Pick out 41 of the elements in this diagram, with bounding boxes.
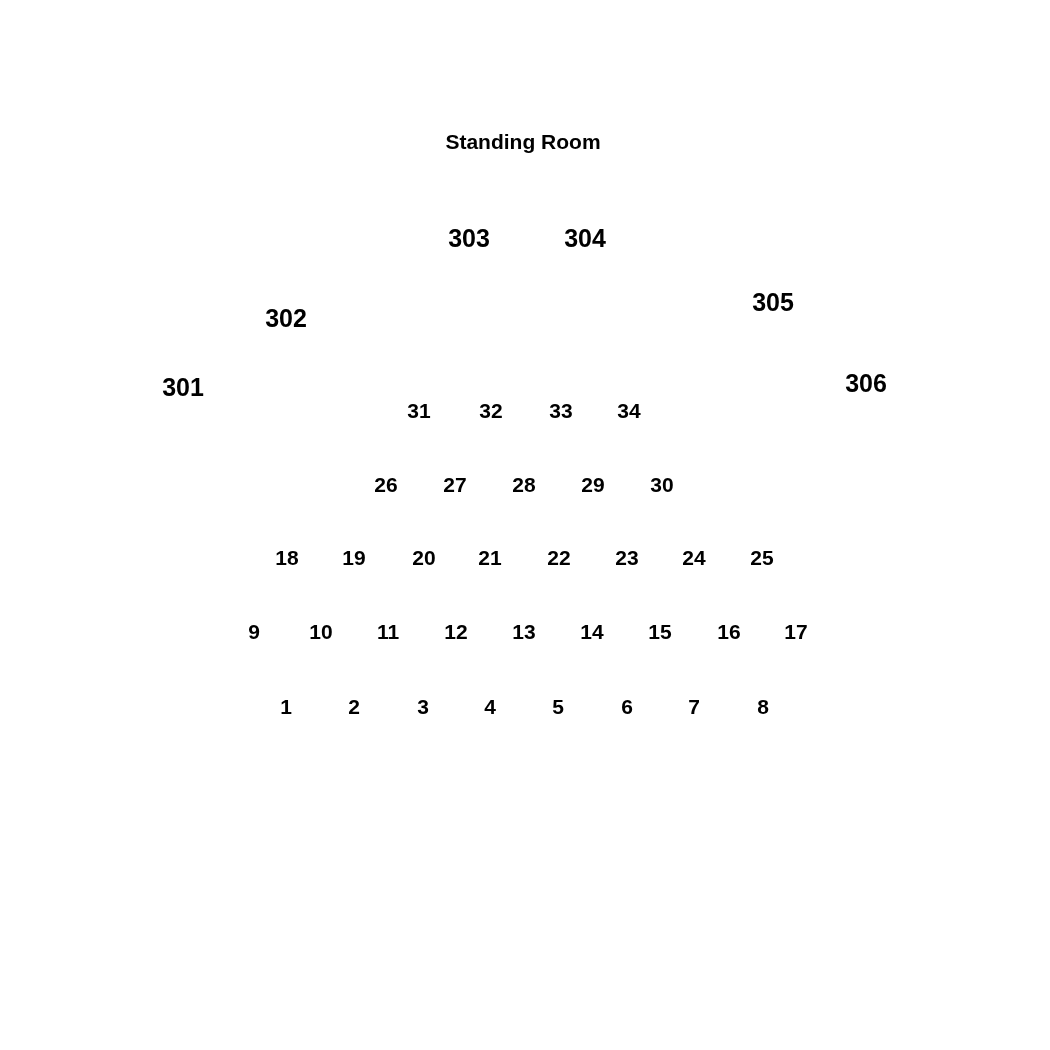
seat-number: 20 (412, 546, 436, 568)
seat-number: 1 (280, 695, 292, 717)
seat-number: 28 (512, 473, 536, 495)
seat-number: 25 (750, 546, 774, 568)
section-number: 303 (448, 225, 490, 251)
seat-number: 15 (648, 620, 672, 642)
seat-number: 5 (552, 695, 564, 717)
seat-number: 12 (444, 620, 468, 642)
seat-number: 22 (547, 546, 571, 568)
seat-number: 14 (580, 620, 604, 642)
seat-number: 3 (417, 695, 429, 717)
seat-number: 9 (248, 620, 260, 642)
seat-number: 23 (615, 546, 639, 568)
section-number: 306 (845, 370, 887, 396)
seat-number: 16 (717, 620, 741, 642)
seat-number: 18 (275, 546, 299, 568)
seat-number: 4 (484, 695, 496, 717)
seat-number: 10 (309, 620, 333, 642)
section-number: 301 (162, 374, 204, 400)
seat-number: 8 (757, 695, 769, 717)
seat-number: 11 (376, 620, 400, 642)
area-title: Standing Room (445, 130, 601, 152)
seat-number: 30 (650, 473, 674, 495)
seat-number: 17 (784, 620, 808, 642)
section-number: 304 (564, 225, 606, 251)
seat-number: 6 (621, 695, 633, 717)
section-number: 305 (752, 289, 794, 315)
seat-number: 7 (688, 695, 700, 717)
section-number: 302 (265, 305, 307, 331)
seat-number: 33 (549, 399, 573, 421)
seat-number: 32 (479, 399, 503, 421)
seat-number: 26 (374, 473, 398, 495)
seat-number: 19 (342, 546, 366, 568)
seat-number: 27 (443, 473, 467, 495)
seat-number: 34 (617, 399, 641, 421)
seat-number: 13 (512, 620, 536, 642)
seat-number: 21 (478, 546, 502, 568)
seat-number: 31 (407, 399, 431, 421)
seat-number: 24 (682, 546, 706, 568)
seat-number: 29 (581, 473, 605, 495)
seat-number: 2 (348, 695, 360, 717)
